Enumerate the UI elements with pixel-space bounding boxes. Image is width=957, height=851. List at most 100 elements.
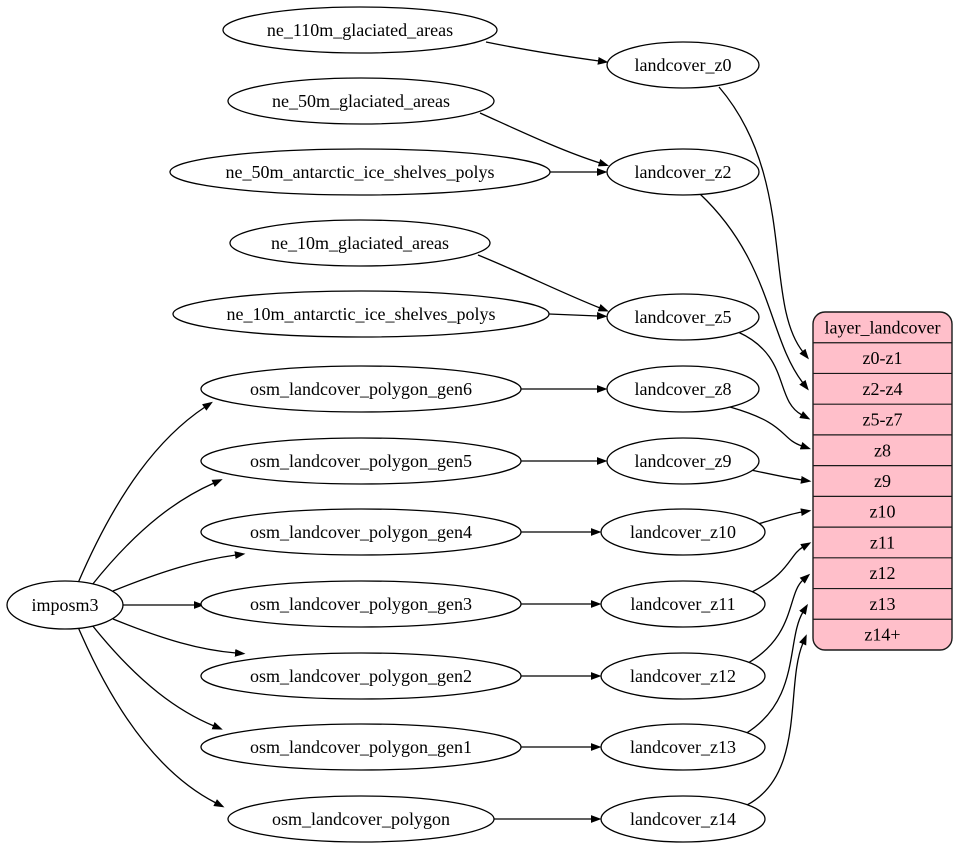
node-label-landcover_z11: landcover_z11 bbox=[630, 594, 735, 614]
node-ellipse-landcover_z14 bbox=[600, 795, 766, 843]
node-label-landcover_z9: landcover_z9 bbox=[635, 451, 732, 471]
node-label-landcover_z13: landcover_z13 bbox=[630, 737, 736, 757]
node-landcover_z11: landcover_z11 bbox=[600, 580, 766, 628]
node-ellipse-ne_50m_glaciated_areas bbox=[227, 77, 495, 125]
node-ellipse-landcover_z8 bbox=[606, 365, 760, 413]
record-row-z0-z1: z0-z1 bbox=[863, 348, 903, 368]
record-row-z2-z4: z2-z4 bbox=[863, 379, 903, 399]
node-landcover_z8: landcover_z8 bbox=[606, 365, 760, 413]
edge-landcover_z13-to-layer_landcover.z13 bbox=[744, 603, 808, 735]
record-node-layer_landcover: layer_landcoverz0-z1z2-z4z5-z7z8z9z10z11… bbox=[812, 311, 953, 651]
node-label-ne_110m_glaciated_areas: ne_110m_glaciated_areas bbox=[267, 20, 453, 40]
node-ellipse-osm_landcover_polygon_gen2 bbox=[200, 652, 522, 700]
node-label-osm_landcover_polygon_gen4: osm_landcover_polygon_gen4 bbox=[250, 522, 472, 542]
edge-landcover_z5-to-layer_landcover.z5-z7 bbox=[737, 331, 811, 420]
node-label-osm_landcover_polygon_gen3: osm_landcover_polygon_gen3 bbox=[250, 594, 472, 614]
node-label-landcover_z2: landcover_z2 bbox=[635, 162, 732, 182]
record-row-z13: z13 bbox=[870, 594, 896, 614]
node-label-landcover_z10: landcover_z10 bbox=[630, 522, 736, 542]
record-outline bbox=[812, 311, 953, 651]
node-ne_10m_antarctic_ice_shelves_polys: ne_10m_antarctic_ice_shelves_polys bbox=[172, 290, 550, 338]
node-label-ne_10m_glaciated_areas: ne_10m_glaciated_areas bbox=[271, 233, 449, 253]
node-ellipse-osm_landcover_polygon_gen5 bbox=[200, 437, 522, 485]
edge-imposm3-to-osm_landcover_polygon_gen6 bbox=[77, 401, 213, 584]
node-ellipse-landcover_z2 bbox=[606, 148, 760, 196]
record-row-z8: z8 bbox=[874, 440, 891, 460]
node-label-ne_50m_glaciated_areas: ne_50m_glaciated_areas bbox=[272, 91, 450, 111]
node-ellipse-osm_landcover_polygon_gen4 bbox=[200, 508, 522, 556]
node-label-landcover_z8: landcover_z8 bbox=[635, 379, 732, 399]
node-ellipse-ne_110m_glaciated_areas bbox=[222, 6, 498, 54]
node-landcover_z14: landcover_z14 bbox=[600, 795, 766, 843]
node-ne_50m_glaciated_areas: ne_50m_glaciated_areas bbox=[227, 77, 495, 125]
node-ne_10m_glaciated_areas: ne_10m_glaciated_areas bbox=[229, 219, 491, 267]
record-title: layer_landcover bbox=[825, 317, 941, 337]
node-osm_landcover_polygon_gen2: osm_landcover_polygon_gen2 bbox=[200, 652, 522, 700]
node-osm_landcover_polygon: osm_landcover_polygon bbox=[227, 795, 495, 843]
edge-landcover_z12-to-layer_landcover.z12 bbox=[747, 573, 811, 664]
node-ellipse-osm_landcover_polygon bbox=[227, 795, 495, 843]
node-ellipse-landcover_z0 bbox=[606, 41, 760, 89]
edge-landcover_z11-to-layer_landcover.z11 bbox=[751, 542, 812, 593]
record-row-z11: z11 bbox=[870, 532, 895, 552]
edge-landcover_z8-to-layer_landcover.z8 bbox=[729, 406, 811, 450]
node-osm_landcover_polygon_gen6: osm_landcover_polygon_gen6 bbox=[200, 365, 522, 413]
node-landcover_z12: landcover_z12 bbox=[600, 652, 766, 700]
node-label-osm_landcover_polygon_gen6: osm_landcover_polygon_gen6 bbox=[250, 379, 472, 399]
edge-ne_50m_glaciated_areas-to-landcover_z2 bbox=[479, 112, 610, 167]
node-landcover_z2: landcover_z2 bbox=[606, 148, 760, 196]
edge-imposm3-to-osm_landcover_polygon_gen1 bbox=[91, 624, 223, 730]
node-landcover_z10: landcover_z10 bbox=[600, 508, 766, 556]
node-label-osm_landcover_polygon_gen5: osm_landcover_polygon_gen5 bbox=[250, 451, 472, 471]
node-label-ne_50m_antarctic_ice_shelves_polys: ne_50m_antarctic_ice_shelves_polys bbox=[226, 162, 495, 182]
edge-imposm3-to-osm_landcover_polygon bbox=[77, 626, 225, 808]
node-landcover_z9: landcover_z9 bbox=[606, 437, 760, 485]
edge-ne_10m_glaciated_areas-to-landcover_z5 bbox=[477, 254, 609, 312]
node-ellipse-landcover_z9 bbox=[606, 437, 760, 485]
edge-landcover_z2-to-layer_landcover.z2-z4 bbox=[699, 193, 809, 391]
node-label-osm_landcover_polygon: osm_landcover_polygon bbox=[272, 809, 450, 829]
node-osm_landcover_polygon_gen5: osm_landcover_polygon_gen5 bbox=[200, 437, 522, 485]
node-ellipse-osm_landcover_polygon_gen1 bbox=[200, 723, 522, 771]
edge-ne_110m_glaciated_areas-to-landcover_z0 bbox=[485, 41, 609, 65]
record-row-z12: z12 bbox=[870, 563, 896, 583]
edge-landcover_z14-to-layer_landcover.z14+ bbox=[746, 634, 807, 806]
edge-imposm3-to-osm_landcover_polygon_gen4 bbox=[112, 551, 246, 592]
edge-ne_10m_antarctic_ice_shelves_polys-to-landcover_z5 bbox=[548, 312, 608, 320]
node-label-landcover_z12: landcover_z12 bbox=[630, 666, 736, 686]
edge-landcover_z10-to-layer_landcover.z10 bbox=[757, 508, 812, 525]
node-landcover_z5: landcover_z5 bbox=[606, 293, 760, 341]
node-osm_landcover_polygon_gen1: osm_landcover_polygon_gen1 bbox=[200, 723, 522, 771]
node-label-ne_10m_antarctic_ice_shelves_polys: ne_10m_antarctic_ice_shelves_polys bbox=[227, 304, 496, 324]
node-ellipse-ne_50m_antarctic_ice_shelves_polys bbox=[169, 148, 551, 196]
node-ellipse-ne_10m_antarctic_ice_shelves_polys bbox=[172, 290, 550, 338]
node-imposm3: imposm3 bbox=[6, 580, 124, 630]
node-landcover_z13: landcover_z13 bbox=[600, 723, 766, 771]
node-label-osm_landcover_polygon_gen2: osm_landcover_polygon_gen2 bbox=[250, 666, 472, 686]
record-row-z5-z7: z5-z7 bbox=[863, 410, 903, 430]
node-landcover_z0: landcover_z0 bbox=[606, 41, 760, 89]
node-ellipse-imposm3 bbox=[6, 580, 124, 630]
node-ne_110m_glaciated_areas: ne_110m_glaciated_areas bbox=[222, 6, 498, 54]
node-label-landcover_z5: landcover_z5 bbox=[635, 307, 732, 327]
edge-imposm3-to-osm_landcover_polygon_gen2 bbox=[112, 618, 246, 657]
node-osm_landcover_polygon_gen4: osm_landcover_polygon_gen4 bbox=[200, 508, 522, 556]
edge-landcover_z9-to-layer_landcover.z9 bbox=[750, 469, 812, 484]
node-label-landcover_z0: landcover_z0 bbox=[635, 55, 732, 75]
node-ellipse-osm_landcover_polygon_gen3 bbox=[200, 580, 522, 628]
node-ellipse-ne_10m_glaciated_areas bbox=[229, 219, 491, 267]
record-row-z10: z10 bbox=[870, 502, 896, 522]
node-osm_landcover_polygon_gen3: osm_landcover_polygon_gen3 bbox=[200, 580, 522, 628]
node-ellipse-landcover_z12 bbox=[600, 652, 766, 700]
node-ne_50m_antarctic_ice_shelves_polys: ne_50m_antarctic_ice_shelves_polys bbox=[169, 148, 551, 196]
edge-landcover_z0-to-layer_landcover.z0-z1 bbox=[718, 86, 809, 360]
node-ellipse-landcover_z10 bbox=[600, 508, 766, 556]
node-ellipse-landcover_z5 bbox=[606, 293, 760, 341]
node-ellipse-landcover_z11 bbox=[600, 580, 766, 628]
node-ellipse-osm_landcover_polygon_gen6 bbox=[200, 365, 522, 413]
node-label-landcover_z14: landcover_z14 bbox=[630, 809, 736, 829]
record-row-z14+: z14+ bbox=[864, 625, 900, 645]
node-label-imposm3: imposm3 bbox=[31, 595, 98, 615]
